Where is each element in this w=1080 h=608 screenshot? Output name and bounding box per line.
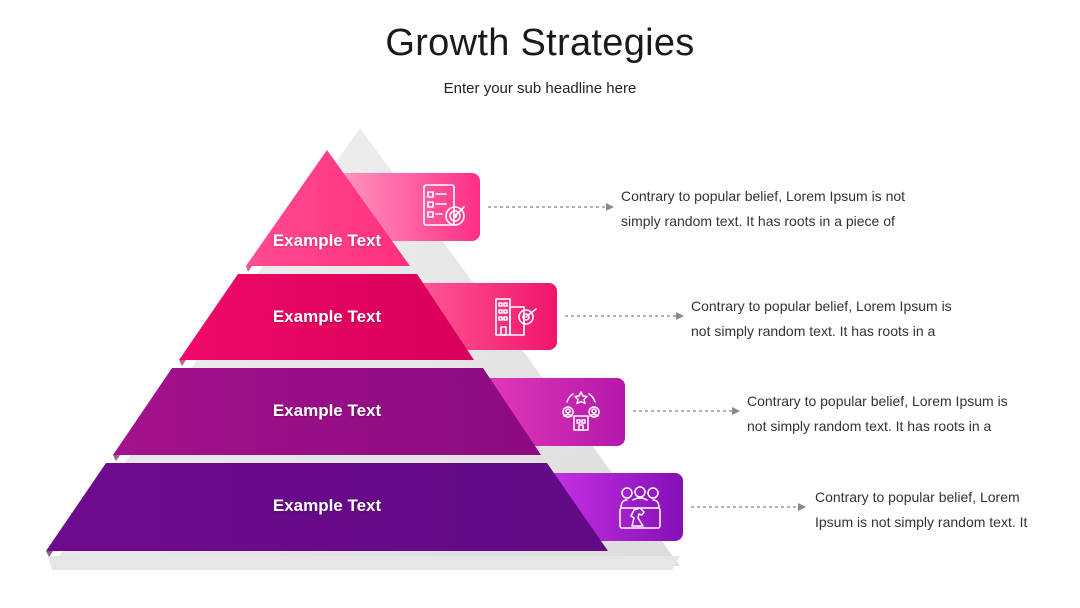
page-title: Growth Strategies xyxy=(385,22,695,64)
pyramid-tier-1-edge xyxy=(246,266,252,272)
tier-description-2-line-1: Contrary to popular belief, Lorem Ipsum … xyxy=(691,298,952,314)
pyramid-tier-1 xyxy=(246,150,410,266)
building-target-icon xyxy=(495,298,537,336)
checklist-target-icon xyxy=(423,184,465,226)
tier-label-2: Example Text xyxy=(272,307,382,326)
tier-label-3: Example Text xyxy=(272,401,382,420)
page-subtitle: Enter your sub headline here xyxy=(443,80,637,97)
pyramid-tier-2 xyxy=(179,274,474,360)
pyramid-base-shadow xyxy=(48,556,680,570)
tier-description-3: Contrary to popular belief, Lorem Ipsum … xyxy=(747,389,1008,439)
arrow-head-3 xyxy=(732,407,740,415)
pyramid-tier-2-edge xyxy=(179,360,186,366)
tier-description-1: Contrary to popular belief, Lorem Ipsum … xyxy=(621,184,905,234)
tier-description-4-line-2: Ipsum is not simply random text. It xyxy=(815,514,1028,530)
arrow-head-1 xyxy=(606,203,614,211)
tier-description-3-line-2: not simply random text. It has roots in … xyxy=(747,418,992,434)
tier-description-4-line-1: Contrary to popular belief, Lorem xyxy=(815,489,1020,505)
tier-description-4: Contrary to popular belief, Lorem Ipsum … xyxy=(815,485,1027,535)
tier-description-1-line-2: simply random text. It has roots in a pi… xyxy=(621,213,895,229)
pyramid-tier-3-edge xyxy=(113,455,120,461)
team-chess-icon xyxy=(619,486,661,529)
tier-description-3-line-1: Contrary to popular belief, Lorem Ipsum … xyxy=(747,393,1008,409)
tier-label-1: Example Text xyxy=(272,231,382,250)
tier-label-4: Example Text xyxy=(272,496,382,515)
arrow-head-2 xyxy=(676,312,684,320)
pyramid-tier-4-edge xyxy=(46,551,53,557)
pyramid-tier-4 xyxy=(46,463,608,551)
team-building-icon xyxy=(562,391,600,431)
tier-description-2-line-2: not simply random text. It has roots in … xyxy=(691,323,936,339)
arrow-head-4 xyxy=(798,503,806,511)
pyramid-tier-3 xyxy=(113,368,541,455)
tier-description-1-line-1: Contrary to popular belief, Lorem Ipsum … xyxy=(621,188,906,204)
tier-description-2: Contrary to popular belief, Lorem Ipsum … xyxy=(691,294,952,344)
